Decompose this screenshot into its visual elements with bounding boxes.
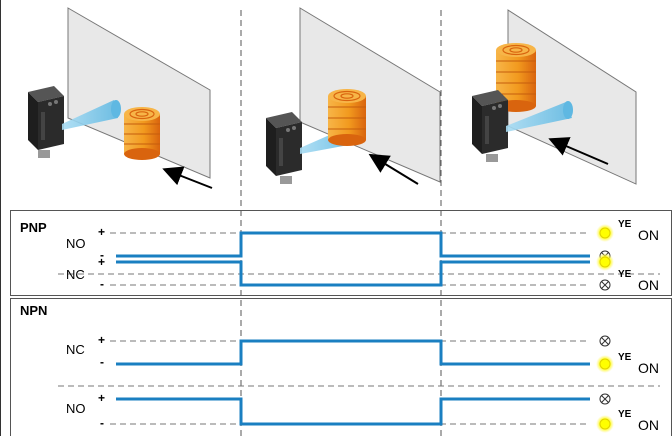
- plus-label: +: [98, 255, 105, 269]
- light-beam: [506, 102, 572, 132]
- signal-row-pnp-no: NO + - YE ON: [66, 219, 659, 262]
- led-off-icon: [599, 393, 611, 405]
- minus-label: -: [100, 355, 104, 369]
- npn-section-label: NPN: [20, 303, 47, 318]
- photoelectric-sensor-icon: [28, 86, 64, 158]
- plus-label: +: [98, 225, 105, 239]
- pnp-section-label: PNP: [20, 220, 47, 235]
- led-state-text: ON: [638, 227, 659, 243]
- minus-label: -: [100, 416, 104, 430]
- reflector-screen-icon: [67, 7, 211, 179]
- motion-arrow-icon: [162, 166, 213, 189]
- target-object-icon: [328, 89, 366, 146]
- photoelectric-sensor-icon: [266, 112, 302, 184]
- signal-trace: [116, 231, 590, 258]
- led-off-icon: [599, 279, 611, 291]
- minus-label: -: [100, 248, 104, 262]
- light-beam: [62, 100, 118, 130]
- npn-panel-frame: [10, 298, 672, 436]
- plus-label: +: [98, 333, 105, 347]
- led-state-text: ON: [638, 277, 659, 293]
- scene-3: [472, 9, 637, 185]
- signal-row-npn-nc: NC + - YE ON: [66, 333, 659, 376]
- signal-name: NO: [66, 401, 86, 416]
- signal-trace: [116, 339, 590, 366]
- motion-arrow-icon: [368, 153, 419, 185]
- scene-2: [266, 7, 441, 185]
- led-state-text: ON: [638, 360, 659, 376]
- target-object-icon: [124, 107, 160, 160]
- signal-trace: [116, 397, 590, 426]
- signal-trace: [116, 260, 590, 287]
- led-label: YE: [618, 219, 632, 230]
- signal-name: NO: [66, 236, 86, 251]
- minus-label: -: [100, 277, 104, 291]
- led-label: YE: [618, 352, 632, 363]
- led-label: YE: [618, 269, 632, 280]
- scene-1: [28, 7, 213, 189]
- plus-label: +: [98, 391, 105, 405]
- motion-arrow-icon: [548, 137, 609, 165]
- reflector-screen-icon: [299, 7, 441, 183]
- beam-spot: [111, 100, 121, 118]
- beam-spot: [563, 101, 573, 119]
- led-label: YE: [618, 409, 632, 420]
- led-off-icon: [599, 335, 611, 347]
- signal-row-npn-no: NO + - YE ON: [66, 391, 659, 433]
- signal-name: NC: [66, 342, 85, 357]
- signal-row-pnp-nc: NC + - YE ON: [66, 253, 659, 293]
- signal-name: NC: [66, 267, 85, 282]
- led-state-text: ON: [638, 417, 659, 433]
- pnp-panel-frame: [10, 210, 672, 296]
- photoelectric-sensor-icon: [472, 90, 508, 162]
